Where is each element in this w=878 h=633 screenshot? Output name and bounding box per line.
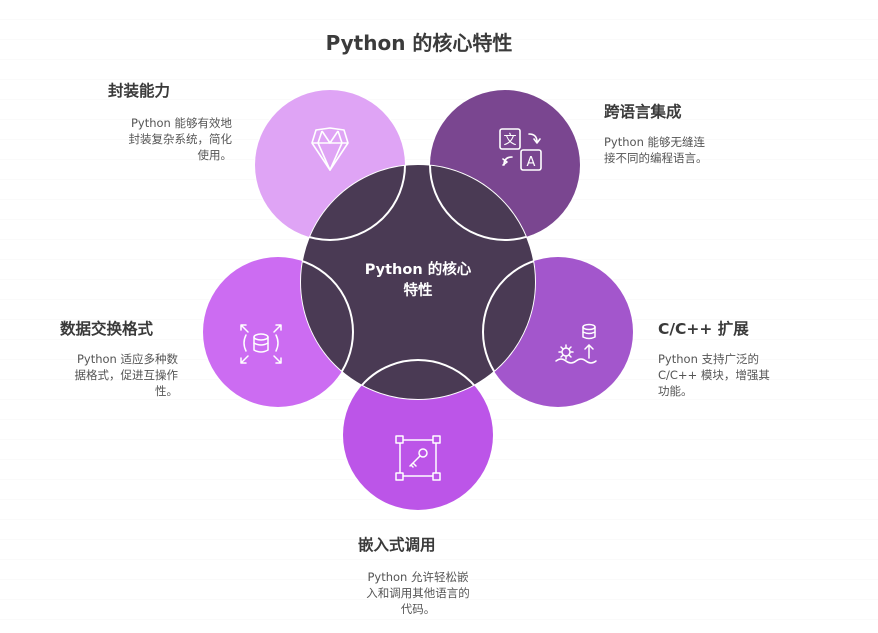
- embedding-desc-line: 代码。: [400, 602, 436, 616]
- c-extension-desc-line: Python 支持广泛的: [658, 352, 760, 366]
- encapsulation-desc-line: 使用。: [197, 148, 233, 162]
- translate-icon: 文 A: [499, 128, 542, 171]
- c-extension-title: C/C++ 扩展: [658, 320, 749, 338]
- cross-language-desc: Python 能够无缝连 接不同的编程语言。: [604, 134, 754, 166]
- embedding-desc-line: Python 允许轻松嵌: [367, 570, 469, 584]
- page-title: Python 的核心特性: [325, 31, 513, 55]
- cross-language-desc-line: 接不同的编程语言。: [604, 151, 708, 165]
- center-label-line-1: Python 的核心: [364, 262, 472, 278]
- data-exchange-desc-line: 据格式，促进互操作: [74, 368, 179, 382]
- center-label-line-2: 特性: [403, 283, 433, 299]
- data-exchange-desc-line: Python 适应多种数: [76, 352, 178, 366]
- center-label: Python 的核心 特性: [338, 260, 498, 302]
- encapsulation-desc: Python 能够有效地 封装复杂系统，简化 使用。: [92, 115, 233, 163]
- embedding-desc-line: 入和调用其他语言的: [366, 586, 470, 600]
- c-extension-desc-line: 功能。: [658, 384, 693, 398]
- key-frame-icon: [395, 435, 441, 481]
- c-extension-desc: Python 支持广泛的 C/C++ 模块，增强其 功能。: [658, 351, 808, 399]
- cross-language-desc-line: Python 能够无缝连: [604, 135, 706, 149]
- svg-text:文: 文: [503, 133, 516, 148]
- diamond-icon: [311, 127, 349, 171]
- data-exchange-title: 数据交换格式: [60, 320, 154, 338]
- encapsulation-desc-line: Python 能够有效地: [130, 116, 232, 130]
- data-exchange-desc: Python 适应多种数 据格式，促进互操作 性。: [40, 351, 179, 399]
- database-expand-icon: [555, 323, 597, 364]
- embedding-title: 嵌入式调用: [358, 536, 436, 554]
- data-exchange-desc-line: 性。: [155, 384, 178, 398]
- cross-language-title: 跨语言集成: [604, 103, 682, 121]
- encapsulation-desc-line: 封装复杂系统，简化: [128, 132, 233, 146]
- c-extension-desc-line: C/C++ 模块，增强其: [658, 368, 770, 382]
- encapsulation-title: 封装能力: [108, 82, 171, 100]
- svg-text:A: A: [527, 155, 536, 170]
- embedding-desc: Python 允许轻松嵌 入和调用其他语言的 代码。: [343, 569, 493, 617]
- database-arrows-icon: [240, 324, 282, 364]
